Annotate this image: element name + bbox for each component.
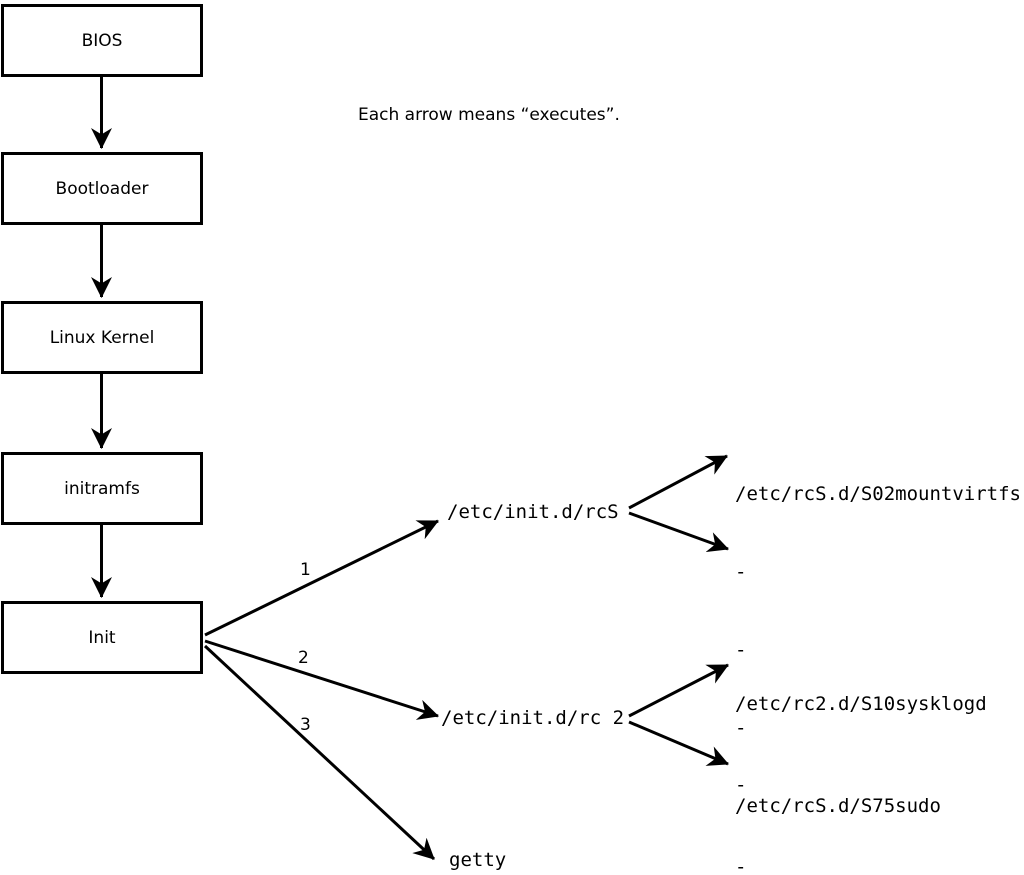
list-item: /etc/rc2.d/S10sysklogd [735, 692, 987, 715]
kernel-label: Linux Kernel [49, 327, 155, 348]
list-item: - [735, 717, 747, 739]
rcs-children-list: /etc/rcS.d/S02mountvirtfs - - - /etc/rcS… [735, 429, 1021, 871]
arrow-rcs-s75sudo [628, 511, 729, 553]
initramfs-box: initramfs [1, 452, 203, 525]
list-item: - [735, 561, 747, 583]
kernel-box: Linux Kernel [1, 301, 203, 374]
bios-box: BIOS [1, 4, 203, 77]
list-item: - [735, 774, 747, 797]
rc2-script-label: /etc/init.d/rc 2 [441, 707, 625, 729]
list-item: /etc/rcS.d/S75sudo [735, 795, 941, 817]
rcs-script-label: /etc/init.d/rcS [447, 501, 619, 523]
branch-3-number: 3 [300, 715, 311, 735]
note-text: Each arrow means “executes”. [358, 105, 620, 125]
bootloader-label: Bootloader [55, 178, 149, 199]
bios-label: BIOS [81, 30, 123, 51]
arrow-rcs-s02mountvirtfs [628, 454, 728, 510]
init-box: Init [1, 601, 203, 674]
initramfs-label: initramfs [64, 478, 140, 499]
arrow-init-getty [203, 644, 436, 861]
list-item: - [735, 639, 747, 661]
branch-1-number: 1 [300, 560, 311, 580]
arrow-init-rc2 [204, 639, 439, 720]
list-item: /etc/rcS.d/S02mountvirtfs [735, 483, 1021, 505]
arrow-init-rcs [204, 519, 439, 637]
init-label: Init [88, 627, 116, 648]
arrow-rc2-s10sysklogd [628, 663, 729, 718]
getty-label: getty [449, 849, 507, 871]
branch-2-number: 2 [298, 648, 309, 668]
list-item: - [735, 856, 747, 875]
rc2-children-list: /etc/rc2.d/S10sysklogd - - - /etc/rc2.d/… [735, 636, 987, 875]
bootloader-box: Bootloader [1, 152, 203, 225]
arrow-rc2-s99gdm [628, 720, 729, 766]
